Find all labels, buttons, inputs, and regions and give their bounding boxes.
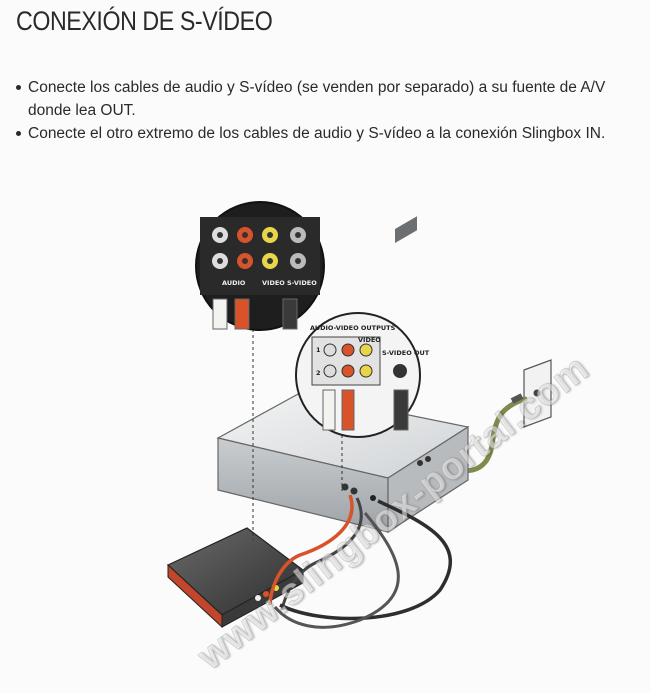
wall-outlet: [523, 359, 552, 428]
slingbox-device: [166, 527, 305, 629]
instruction-bullet-2: Conecte el otro extremo de los cables de…: [16, 122, 641, 145]
connection-diagram: AUDIO VIDEO S-VIDEO AUDIO-VIDEO OUTPUTS …: [166, 201, 552, 629]
page-title: CONEXIÓN DE S-VÍDEO: [16, 6, 273, 36]
svg-text:2: 2: [316, 369, 321, 377]
instruction-list: Conecte los cables de audio y S-vídeo (s…: [16, 76, 641, 145]
slingbox-video-label: VIDEO: [262, 279, 285, 287]
audio-cable-left: [280, 497, 363, 611]
svg-text:1: 1: [316, 346, 321, 354]
svg-text:VIDEO: VIDEO: [358, 336, 381, 344]
slingbox-svideo-label: S-VIDEO: [287, 279, 317, 287]
svideo-cable: [279, 499, 453, 621]
slingbox-audio-label: AUDIO: [222, 279, 246, 287]
instruction-bullet-1: Conecte los cables de audio y S-vídeo (s…: [16, 76, 641, 122]
source-svideo-out-label: S-VIDEO OUT: [382, 349, 430, 357]
source-panel-callout: AUDIO-VIDEO OUTPUTS 1 2 VIDEO S-VIDEO OU…: [295, 312, 430, 438]
audio-cable-right: [268, 494, 354, 606]
slingbox-panel-callout: AUDIO VIDEO S-VIDEO: [195, 201, 325, 331]
connection-illustration: AUDIO VIDEO S-VIDEO AUDIO-VIDEO OUTPUTS …: [0, 195, 650, 688]
source-outputs-label: AUDIO-VIDEO OUTPUTS: [310, 324, 396, 332]
